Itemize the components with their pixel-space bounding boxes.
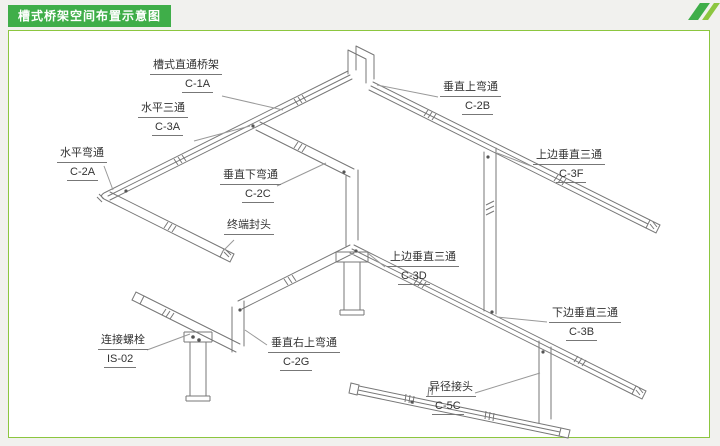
component-code: C-3A <box>152 121 184 137</box>
junction-dots <box>124 124 545 404</box>
component-label-is-02: 连接螺栓 IS-02 <box>98 334 148 369</box>
component-label-c-5c: 异径接头 C-5C <box>426 381 476 416</box>
component-code: C-3D <box>398 270 430 286</box>
component-name: 连接螺栓 <box>98 334 148 350</box>
component-name: 下边垂直三通 <box>549 307 621 323</box>
component-name: 垂直上弯通 <box>440 81 501 97</box>
component-name: 上边垂直三通 <box>533 149 605 165</box>
component-code: C-2B <box>462 100 494 116</box>
header-slash-icon <box>688 3 720 25</box>
component-code: C-2G <box>280 356 313 372</box>
component-label-c-3b: 下边垂直三通 C-3B <box>549 307 621 342</box>
page-title: 槽式桥架空间布置示意图 <box>8 5 172 27</box>
component-name: 水平弯通 <box>57 147 107 163</box>
component-code: C-2C <box>242 188 274 204</box>
component-code: C-3B <box>566 326 598 342</box>
component-label-c-3f: 上边垂直三通 C-3F <box>533 149 605 184</box>
component-label-c-3a: 水平三通 C-3A <box>138 102 188 137</box>
tray-lines <box>101 45 651 437</box>
component-code: C-5C <box>432 400 464 416</box>
component-name: 水平三通 <box>138 102 188 118</box>
component-name: 终端封头 <box>224 219 274 235</box>
component-label-c-1a: 槽式直通桥架 C-1A <box>150 59 222 94</box>
component-name: 异径接头 <box>426 381 476 397</box>
component-code: C-2A <box>67 166 99 182</box>
leader-lines <box>103 84 548 394</box>
component-name: 上边垂直三通 <box>387 251 459 267</box>
component-label-c-2c: 垂直下弯通 C-2C <box>220 169 281 204</box>
component-code: IS-02 <box>104 353 137 369</box>
component-label-c-2a: 水平弯通 C-2A <box>57 147 107 182</box>
component-name: 垂直下弯通 <box>220 169 281 185</box>
component-label-c-2g: 垂直右上弯通 C-2G <box>268 337 340 372</box>
component-label-end-cap: 终端封头 <box>224 219 274 235</box>
component-label-c-2b: 垂直上弯通 C-2B <box>440 81 501 116</box>
component-name: 垂直右上弯通 <box>268 337 340 353</box>
component-name: 槽式直通桥架 <box>150 59 222 75</box>
component-label-c-3d: 上边垂直三通 C-3D <box>387 251 459 286</box>
component-code: C-3F <box>556 168 587 184</box>
end-caps <box>96 193 661 439</box>
component-code: C-1A <box>182 78 214 94</box>
tick-marks <box>161 94 587 422</box>
support-posts <box>183 251 369 402</box>
